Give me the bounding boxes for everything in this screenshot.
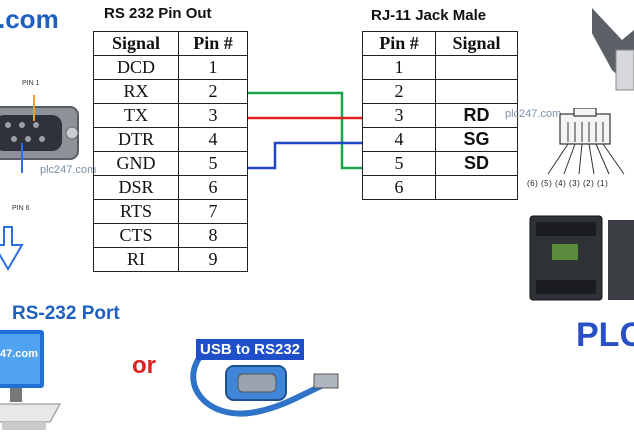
green-wire <box>248 91 362 170</box>
or-label: or <box>132 352 156 379</box>
table-row: 1 <box>362 55 518 80</box>
rs232-signal-cell: DSR <box>93 175 179 200</box>
brand-text: .com <box>0 4 59 34</box>
rj11-table-title: RJ-11 Jack Male <box>371 7 487 24</box>
rs232-signal-cell: RTS <box>93 199 179 224</box>
rj11-pin-diagram-icon <box>548 108 625 175</box>
table-row: 6 <box>362 175 518 200</box>
rs232-signal-cell: RX <box>93 79 179 104</box>
rj11-plug-image <box>592 8 634 91</box>
rj11-pin-cell: 6 <box>362 175 436 200</box>
rs232-header-pin: Pin # <box>178 31 248 56</box>
arrow-icon <box>0 226 24 271</box>
plc-device-image <box>529 215 634 301</box>
rj11-pin-numbers: (6) (5) (4) (3) (2) (1) <box>527 179 609 188</box>
rj11-pin-cell: 5 <box>362 151 436 176</box>
pin6-label: PIN 6 <box>12 205 30 212</box>
usb-cable-icon <box>190 349 339 417</box>
rs232-port-label: RS-232 Port <box>12 303 120 324</box>
rs232-pin-cell: 2 <box>178 79 248 104</box>
computer-icon <box>0 330 61 430</box>
plc-label: PLC <box>576 316 634 354</box>
rj11-pin-cell: 2 <box>362 79 436 104</box>
blue-wire <box>248 141 362 170</box>
rs232-pin-cell: 9 <box>178 247 248 272</box>
rj11-pin-cell: 1 <box>362 55 436 80</box>
pin1-label: PIN 1 <box>22 80 40 87</box>
rs232-signal-cell: RI <box>93 247 179 272</box>
rs232-table-title: RS 232 Pin Out <box>104 5 212 22</box>
watermark-text: 47.com <box>0 348 38 360</box>
rj11-header-pin: Pin # <box>362 31 436 56</box>
db9-connector-icon <box>0 95 79 173</box>
rj11-signal-cell: SD <box>435 151 518 176</box>
rj11-signal-cell <box>435 175 518 200</box>
rj11-signal-cell: SG <box>435 127 518 152</box>
rs232-pin-cell: 1 <box>178 55 248 80</box>
watermark-text: plc247.com <box>40 164 97 176</box>
rj11-signal-cell: RD <box>435 103 518 128</box>
watermark-text: plc247.com <box>505 108 562 120</box>
usb-to-rs232-label: USB to RS232 <box>196 339 305 360</box>
